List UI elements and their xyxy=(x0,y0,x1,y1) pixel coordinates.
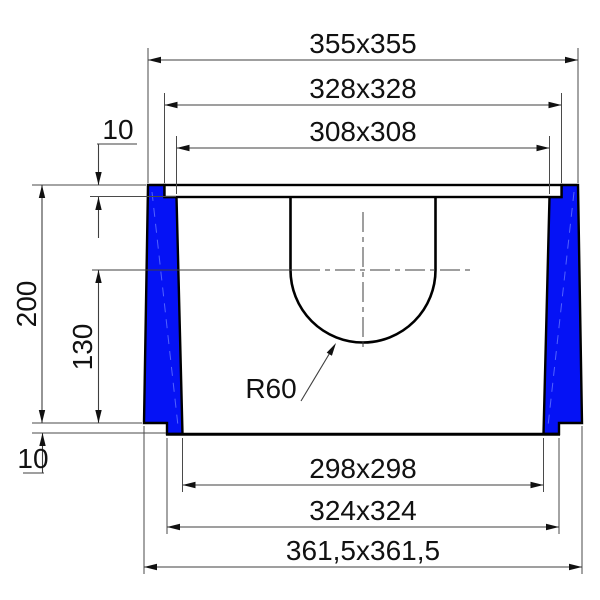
arrow-opening-top-left xyxy=(176,144,190,152)
extension-lines xyxy=(32,48,583,574)
left-wall-taper-edge xyxy=(151,191,179,427)
label-base-lip-height: 10 xyxy=(17,443,48,474)
label-channel-radius: R60 xyxy=(245,373,296,404)
label-top-opening-width: 308x308 xyxy=(309,116,416,147)
arrow-top-outer-right xyxy=(565,56,578,64)
left-wall-section xyxy=(142,183,184,436)
arrow-top-outer-left xyxy=(148,56,161,64)
arrow-height-bottom xyxy=(38,410,46,423)
arrow-opening-top-right xyxy=(536,144,550,152)
dimension-arrows xyxy=(38,56,582,571)
arrow-opening-bottom-left xyxy=(182,481,196,489)
arrow-lid-thickness-upper xyxy=(95,172,102,185)
label-overall-height: 200 xyxy=(11,281,42,328)
cover-lid xyxy=(163,183,563,199)
label-lid-width: 328x328 xyxy=(309,73,416,104)
dimension-labels: 355x355 328x328 308x308 298x298 324x324 … xyxy=(11,28,440,566)
arrow-height-top xyxy=(38,185,46,198)
arrow-radius-leader xyxy=(326,343,336,356)
label-top-outer-width: 355x355 xyxy=(309,28,416,59)
label-bottom-step-width: 324x324 xyxy=(309,495,416,526)
arrow-bottom-outer-right xyxy=(569,563,582,571)
label-bottom-opening-width: 298x298 xyxy=(309,453,416,484)
arrow-step-right xyxy=(546,523,559,531)
arrow-lid-right xyxy=(548,101,562,109)
arrow-lid-left xyxy=(164,101,178,109)
centerlines xyxy=(92,212,473,352)
label-invert-depth: 130 xyxy=(67,324,98,371)
label-lid-thickness: 10 xyxy=(102,114,133,145)
body xyxy=(142,183,584,436)
arrow-lid-thickness-lower xyxy=(95,197,102,210)
arrow-opening-bottom-right xyxy=(530,481,544,489)
dimension-lines xyxy=(23,59,582,568)
right-wall-taper-edge xyxy=(547,191,575,427)
arrow-base-lip xyxy=(39,433,46,446)
radius-leader-line xyxy=(300,345,335,402)
label-bottom-outer-width: 361,5x361,5 xyxy=(286,535,440,566)
arrow-step-left xyxy=(167,523,180,531)
right-wall-section xyxy=(542,183,584,436)
arrow-bottom-outer-left xyxy=(144,563,157,571)
arrow-depth-top xyxy=(95,270,102,283)
arrow-depth-bottom xyxy=(95,410,102,423)
